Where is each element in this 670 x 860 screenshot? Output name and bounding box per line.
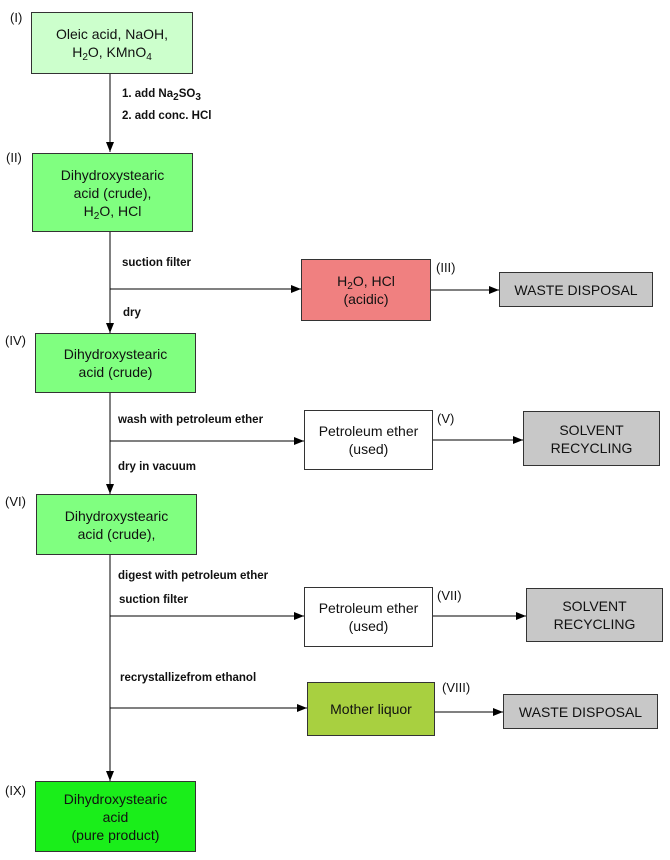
solvent-recycling-1-box-line: RECYCLING <box>550 439 633 456</box>
step-wash-petroleum-ether-text: wash with petroleum ether <box>118 413 263 427</box>
subscript: 3 <box>195 92 201 103</box>
step-dry-text: dry <box>123 306 141 320</box>
node-ix-box-line: acid <box>102 808 129 825</box>
subscript: 2 <box>347 281 353 292</box>
step-dry: dry <box>123 306 141 320</box>
node-iii-box-line: H2O, HCl <box>337 273 395 292</box>
waste-disposal-2-box-text: WASTE DISPOSAL <box>519 703 642 721</box>
waste-disposal-2-box: WASTE DISPOSAL <box>503 694 658 729</box>
step-suction-filter-2-line: suction filter <box>119 594 189 606</box>
node-i-box: Oleic acid, NaOH, H2O, KMnO4 <box>31 12 193 74</box>
step-suction-filter-1: suction filter <box>122 256 191 270</box>
step-add-conc-hcl-line: 2. add conc. HCl <box>122 110 212 122</box>
node-v-box-line: (used) <box>348 441 389 457</box>
node-iii-box-text: H2O, HCl(acidic) <box>337 272 395 308</box>
node-v-number: (V) <box>437 411 455 426</box>
node-i-box-line: H2O, KMnO4 <box>72 44 152 63</box>
solvent-recycling-1-box-line: SOLVENT <box>559 421 624 438</box>
node-vii-box-text: Petroleum ether (used) <box>319 599 419 635</box>
node-v-box-line: Petroleum ether <box>318 423 419 439</box>
node-iii-box-line: (acidic) <box>343 291 389 307</box>
step-recrystallize-ethanol-line: from ethanol <box>186 672 257 684</box>
step-dry-in-vacuum-text: dry in vacuum <box>118 460 196 474</box>
step-digest-petroleum-ether-line: digest with petroleum ether <box>118 570 269 582</box>
step-add-sodium-sulfite: 1. add Na2SO3 <box>122 87 201 103</box>
step-add-conc-hcl-text: 2. add conc. HCl <box>122 109 211 123</box>
node-v-box: Petroleum ether (used) <box>304 410 433 470</box>
node-iv-box-line: Dihydroxystearic <box>63 346 168 362</box>
node-vi-number: (VI) <box>5 494 26 509</box>
step-suction-filter-1-line: suction filter <box>122 257 192 269</box>
step-dry-in-vacuum: dry in vacuum <box>118 460 196 474</box>
node-vi-box-line: acid (crude), <box>77 525 156 542</box>
subscript: 4 <box>146 52 152 63</box>
step-dry-line: dry <box>123 307 141 319</box>
node-vii-box: Petroleum ether (used) <box>304 587 433 647</box>
node-viii-box-text: Mother liquor <box>330 700 412 718</box>
subscript: 2 <box>173 92 179 103</box>
node-ix-box-line: Dihydroxystearic <box>63 790 168 807</box>
step-dry-in-vacuum-line: dry in vacuum <box>118 461 196 473</box>
solvent-recycling-2-box-line: RECYCLING <box>553 616 636 632</box>
node-v-box-text: Petroleum ether (used) <box>319 422 419 458</box>
node-viii-box: Mother liquor <box>307 682 435 736</box>
subscript: 2 <box>82 52 88 63</box>
solvent-recycling-2-box-text: SOLVENT RECYCLING <box>554 597 636 633</box>
waste-disposal-1-box-text: WASTE DISPOSAL <box>514 281 637 299</box>
step-digest-petroleum-ether: digest with petroleum ether <box>118 569 268 583</box>
step-recrystallize-ethanol-text: recrystallizefrom ethanol <box>120 671 256 685</box>
node-vii-box-line: (used) <box>348 618 389 634</box>
node-vii-box-line: Petroleum ether <box>318 600 419 616</box>
node-i-box-line: Oleic acid, NaOH, <box>55 26 169 42</box>
step-suction-filter-2-text: suction filter <box>119 593 188 607</box>
step-wash-petroleum-ether: wash with petroleum ether <box>118 413 263 427</box>
node-vi-box-line: Dihydroxystearic <box>64 507 169 524</box>
node-vii-number: (VII) <box>437 588 462 603</box>
solvent-recycling-2-box: SOLVENT RECYCLING <box>526 588 663 642</box>
node-iv-box: Dihydroxystearic acid (crude) <box>35 333 196 393</box>
step-suction-filter-1-text: suction filter <box>122 256 191 270</box>
node-ii-box-line: Dihydroxystearic <box>60 166 165 183</box>
waste-disposal-1-box-line: WASTE DISPOSAL <box>514 281 638 298</box>
step-add-conc-hcl: 2. add conc. HCl <box>122 109 211 123</box>
waste-disposal-2-box-line: WASTE DISPOSAL <box>518 703 643 720</box>
node-iii-number: (III) <box>436 260 456 275</box>
subscript: 2 <box>93 210 100 222</box>
step-recrystallize-ethanol: recrystallizefrom ethanol <box>120 671 256 685</box>
node-ix-box-line: (pure product) <box>71 826 160 843</box>
step-add-sodium-sulfite-text: 1. add Na2SO3 <box>122 87 201 103</box>
node-i-box-text: Oleic acid, NaOH, H2O, KMnO4 <box>55 25 169 63</box>
node-iv-box-line: acid (crude) <box>78 364 153 380</box>
node-ii-box-line: acid (crude), <box>73 184 152 201</box>
step-wash-petroleum-ether-line: wash with petroleum ether <box>118 414 264 426</box>
step-digest-petroleum-ether-text: digest with petroleum ether <box>118 569 268 583</box>
node-viii-box-line: Mother liquor <box>330 701 412 717</box>
solvent-recycling-2-box-line: SOLVENT <box>562 598 627 614</box>
waste-disposal-1-box: WASTE DISPOSAL <box>499 272 653 307</box>
node-ii-box-line: H2O, HCl <box>83 202 142 222</box>
step-add-sodium-sulfite-line: 1. add Na2SO3 <box>122 88 201 103</box>
node-i-number: (I) <box>10 10 23 25</box>
node-iv-number: (IV) <box>5 333 26 348</box>
node-iii-box: H2O, HCl(acidic) <box>301 259 431 321</box>
node-viii-number: (VIII) <box>442 680 471 695</box>
step-suction-filter-2: suction filter <box>119 593 188 607</box>
node-ix-number: (IX) <box>5 783 26 798</box>
step-recrystallize-ethanol-line: recrystallize <box>120 672 187 684</box>
node-ii-number: (II) <box>6 150 22 165</box>
node-iv-box-text: Dihydroxystearic acid (crude) <box>64 345 167 381</box>
